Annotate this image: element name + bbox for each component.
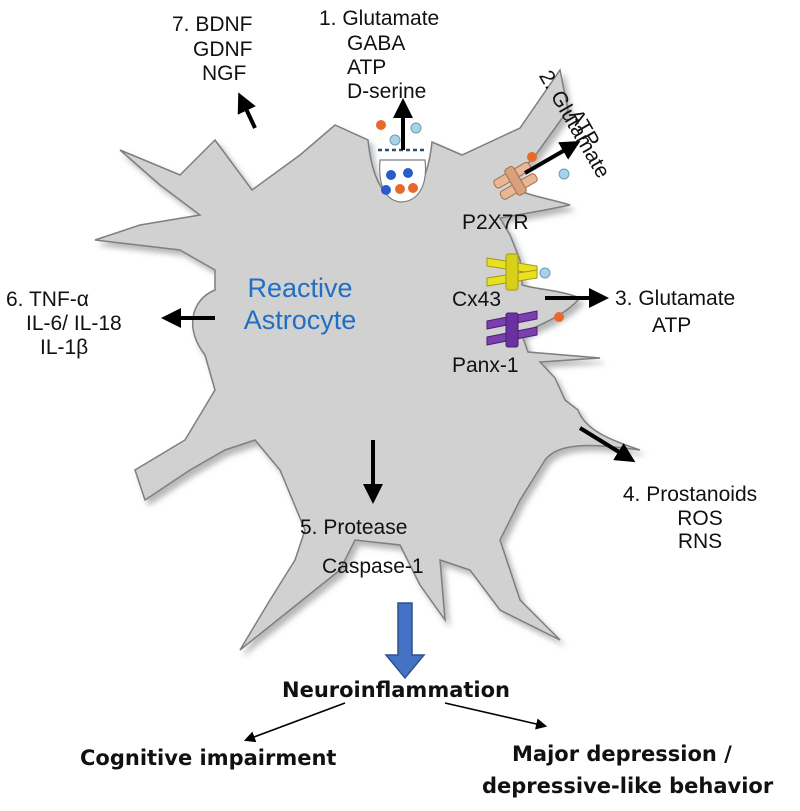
gaba-dot	[389, 134, 401, 146]
cell-title: Reactive Astrocyte	[240, 272, 360, 336]
release-5-line1: 5. Protease	[300, 516, 408, 539]
arrow-release-2	[524, 141, 581, 175]
flow-arrow	[384, 602, 426, 680]
release-1-line3: ATP	[347, 56, 387, 79]
depression-line1: Major depression /	[512, 742, 732, 766]
cx43-channel	[486, 253, 538, 291]
release-4-line3: RNS	[677, 530, 723, 553]
cell-title-line1: Reactive	[247, 273, 353, 303]
arrow-release-7	[237, 92, 257, 129]
gaba-dot	[558, 168, 570, 180]
release-7-line3: NGF	[202, 62, 247, 85]
release-3-line2: ATP	[652, 314, 692, 337]
cell-title-line2: Astrocyte	[243, 305, 357, 335]
release-4-line1: 4. Prostanoids	[622, 483, 758, 506]
glutamate-dot	[381, 185, 391, 195]
gaba-dot	[410, 122, 422, 134]
atp-dot	[527, 152, 537, 162]
p2x7r-channel	[493, 161, 538, 200]
release-6-line1: 6. TNF-α	[6, 288, 89, 311]
atp-dot	[408, 183, 418, 193]
release-6-line3: IL-1β	[40, 336, 89, 359]
release-7-line1: 7. BDNF	[172, 13, 253, 36]
glutamate-dot	[403, 168, 413, 178]
gaba-dot	[539, 267, 551, 279]
release-1-line4: D-serine	[347, 80, 427, 103]
release-1-line1: 1. Glutamate	[319, 7, 440, 30]
panx1-label: Panx-1	[452, 354, 519, 377]
release-4-line2: ROS	[677, 507, 723, 530]
release-5-line2: Caspase-1	[322, 555, 424, 578]
panx1-channel	[486, 310, 538, 348]
depression-line2: depressive-like behavior	[482, 774, 774, 798]
arrow-release-4	[578, 426, 636, 463]
release-6-line2: IL-6/ IL-18	[26, 312, 122, 335]
atp-dot	[554, 312, 564, 322]
release-7-line2: GDNF	[193, 38, 253, 61]
cognitive-impairment-label: Cognitive impairment	[80, 746, 337, 770]
arrow-to-cognitive	[243, 702, 346, 743]
atp-dot	[376, 120, 386, 130]
arrow-to-depression	[444, 702, 548, 730]
glutamate-dot	[386, 170, 396, 180]
release-3-line1: 3. Glutamate	[615, 287, 736, 310]
p2x7r-label: P2X7R	[462, 211, 529, 234]
release-1-line2: GABA	[347, 32, 406, 55]
cx43-label: Cx43	[452, 288, 502, 311]
neuroinflammation-label: Neuroinflammation	[282, 678, 510, 702]
atp-dot	[395, 184, 405, 194]
